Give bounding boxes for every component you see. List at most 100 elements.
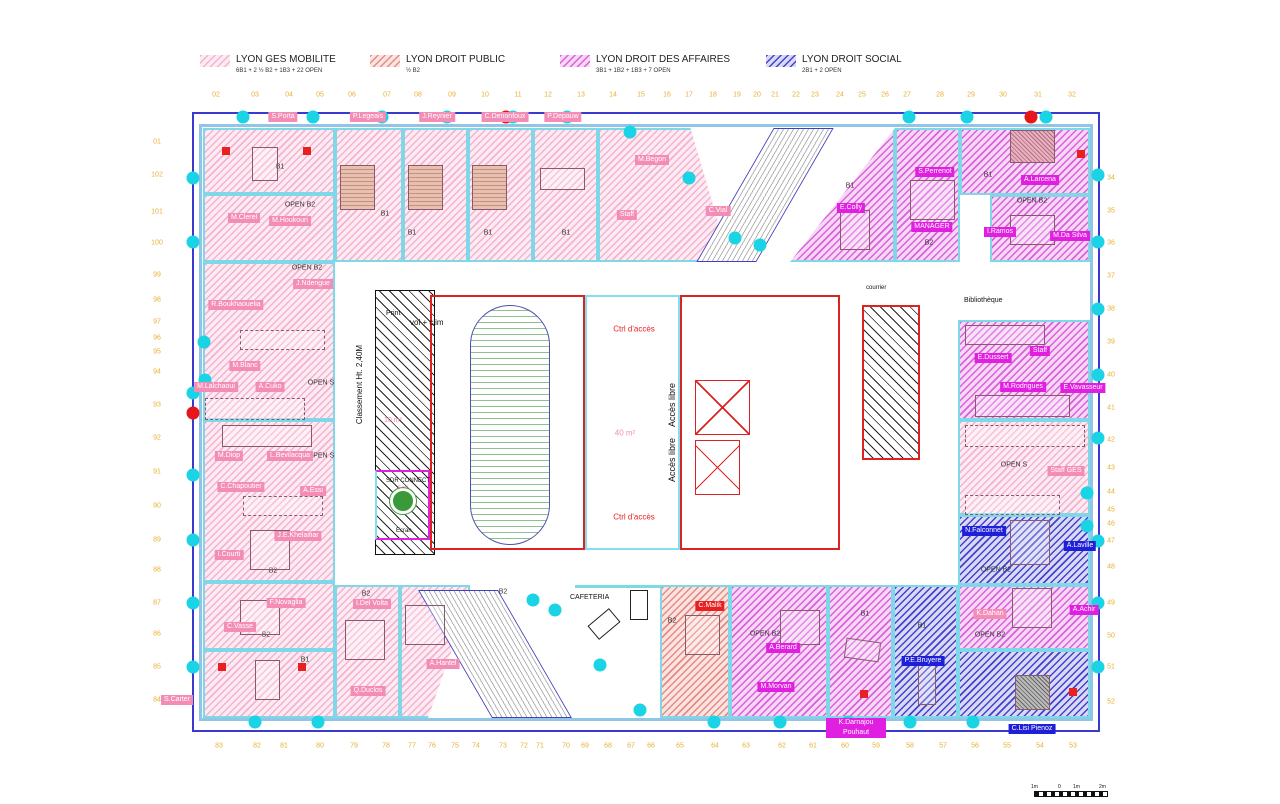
grid-label-bottom: 66 bbox=[647, 742, 655, 750]
area-label: 6 m² bbox=[398, 485, 408, 491]
grid-label-bottom: 55 bbox=[1003, 742, 1011, 750]
occupant-tag: N.Falconnet bbox=[962, 526, 1006, 536]
room-type: B1 bbox=[407, 229, 417, 237]
grid-label-top: 18 bbox=[709, 91, 717, 99]
grid-label-right: 34 bbox=[1107, 174, 1115, 182]
grid-label-bottom: 83 bbox=[215, 742, 223, 750]
occupant-tag: L.Bevilacqua bbox=[266, 451, 314, 461]
column-marker bbox=[311, 715, 325, 729]
occupant-tag: A.Berard bbox=[766, 643, 800, 653]
grid-label-top: 12 bbox=[544, 91, 552, 99]
desk bbox=[840, 210, 870, 250]
column-marker bbox=[1080, 486, 1094, 500]
occupant-tag: M.Diop bbox=[214, 451, 244, 461]
grid-label-bottom: 58 bbox=[906, 742, 914, 750]
column-marker bbox=[1091, 660, 1105, 674]
grid-label-right: 38 bbox=[1107, 305, 1115, 313]
building-outline bbox=[192, 112, 1100, 732]
occupant-tag: S.Porta bbox=[268, 112, 298, 122]
office-b1 bbox=[893, 585, 958, 718]
occupant-tag: P.E.Bruyere bbox=[901, 656, 945, 666]
grid-label-bottom: 63 bbox=[742, 742, 750, 750]
screen-label: Ecran bbox=[396, 528, 412, 534]
mail-shelves bbox=[862, 305, 920, 460]
desk-cluster bbox=[965, 495, 1060, 515]
grid-label-left: 84 bbox=[153, 696, 161, 704]
column-marker bbox=[186, 235, 200, 249]
grid-label-right: 50 bbox=[1107, 632, 1115, 640]
office-b2 bbox=[203, 582, 335, 650]
grid-label-bottom: 72 bbox=[520, 742, 528, 750]
grid-label-right: 46 bbox=[1107, 520, 1115, 528]
desk-cluster bbox=[975, 395, 1070, 417]
grid-label-left: 98 bbox=[153, 296, 161, 304]
grid-label-top: 21 bbox=[771, 91, 779, 99]
room-type: OPEN S bbox=[307, 379, 335, 387]
grid-label-bottom: 65 bbox=[676, 742, 684, 750]
desk bbox=[255, 660, 280, 700]
occupant-tag: P.Legeais bbox=[349, 112, 387, 122]
column-marker bbox=[306, 110, 320, 124]
column-marker bbox=[902, 110, 916, 124]
grid-label-left: 86 bbox=[153, 630, 161, 638]
scale-label: 0 bbox=[1058, 784, 1061, 790]
desk-cluster bbox=[405, 605, 445, 645]
grid-label-bottom: 67 bbox=[627, 742, 635, 750]
desk-cluster bbox=[1012, 588, 1052, 628]
fire-extinguisher-icon bbox=[218, 663, 226, 671]
inner-wall bbox=[199, 124, 1093, 721]
legend-swatch-affaires bbox=[560, 55, 590, 67]
room-type: B2 bbox=[498, 588, 508, 596]
room-type: B1 bbox=[483, 229, 493, 237]
occupant-tag: M.Da Silva bbox=[1050, 231, 1090, 241]
grid-label-top: 08 bbox=[414, 91, 422, 99]
mail-label: courrier bbox=[866, 285, 887, 291]
legend-sub: 6B1 + 2 ½ B2 + 1B3 + 22 OPEN bbox=[236, 68, 323, 74]
grid-label-bottom: 75 bbox=[451, 742, 459, 750]
column-marker bbox=[1091, 235, 1105, 249]
open-affaires bbox=[958, 320, 1090, 420]
grid-label-left: 100 bbox=[151, 239, 163, 247]
grid-label-right: 52 bbox=[1107, 698, 1115, 706]
desk bbox=[1010, 215, 1055, 245]
spiral-stair bbox=[470, 305, 550, 545]
grid-label-left: 88 bbox=[153, 566, 161, 574]
grid-label-bottom: 57 bbox=[939, 742, 947, 750]
grid-label-top: 29 bbox=[967, 91, 975, 99]
legend-title: LYON GES MOBILITE bbox=[236, 54, 336, 65]
grid-label-top: 32 bbox=[1068, 91, 1076, 99]
open-b2 bbox=[203, 194, 335, 262]
occupant-tag: M.Morvan bbox=[757, 682, 795, 692]
grid-label-right: 40 bbox=[1107, 371, 1115, 379]
desk bbox=[340, 165, 375, 210]
grid-label-bottom: 60 bbox=[841, 742, 849, 750]
legend-sub: 2B1 + 2 OPEN bbox=[802, 68, 842, 74]
column-marker bbox=[593, 658, 607, 672]
grid-label-left: 91 bbox=[153, 468, 161, 476]
occupant-tag: Staff bbox=[616, 210, 638, 220]
grid-label-top: 23 bbox=[811, 91, 819, 99]
cafeteria-table bbox=[630, 590, 648, 620]
grid-label-top: 16 bbox=[663, 91, 671, 99]
grid-label-bottom: 81 bbox=[280, 742, 288, 750]
occupant-tag: S.Perrenot bbox=[915, 167, 955, 177]
occupant-tag: E.Dussert bbox=[974, 353, 1012, 363]
column-marker bbox=[186, 171, 200, 185]
occupant-tag: J.E.Khelaifiar bbox=[274, 531, 322, 541]
legend-title: LYON DROIT SOCIAL bbox=[802, 54, 902, 65]
grid-label-right: 47 bbox=[1107, 537, 1115, 545]
legend-swatch-public bbox=[370, 55, 400, 67]
occupant-tag: C.Malik bbox=[695, 601, 725, 611]
legend-sub: ½ B2 bbox=[406, 68, 421, 74]
grid-label-left: 97 bbox=[153, 318, 161, 326]
grid-label-bottom: 82 bbox=[253, 742, 261, 750]
column-marker bbox=[186, 660, 200, 674]
grid-label-left: 101 bbox=[151, 208, 163, 216]
occupant-tag: A.Achir bbox=[1069, 605, 1099, 615]
grid-label-right: 36 bbox=[1107, 239, 1115, 247]
occupant-tag: K.Darnajou Pouhaut bbox=[826, 718, 886, 738]
grid-label-right: 39 bbox=[1107, 338, 1115, 346]
occupant-tag: Staff bbox=[1029, 346, 1051, 356]
legend-title: LYON DROIT PUBLIC bbox=[406, 54, 506, 65]
stair-core bbox=[430, 295, 585, 550]
